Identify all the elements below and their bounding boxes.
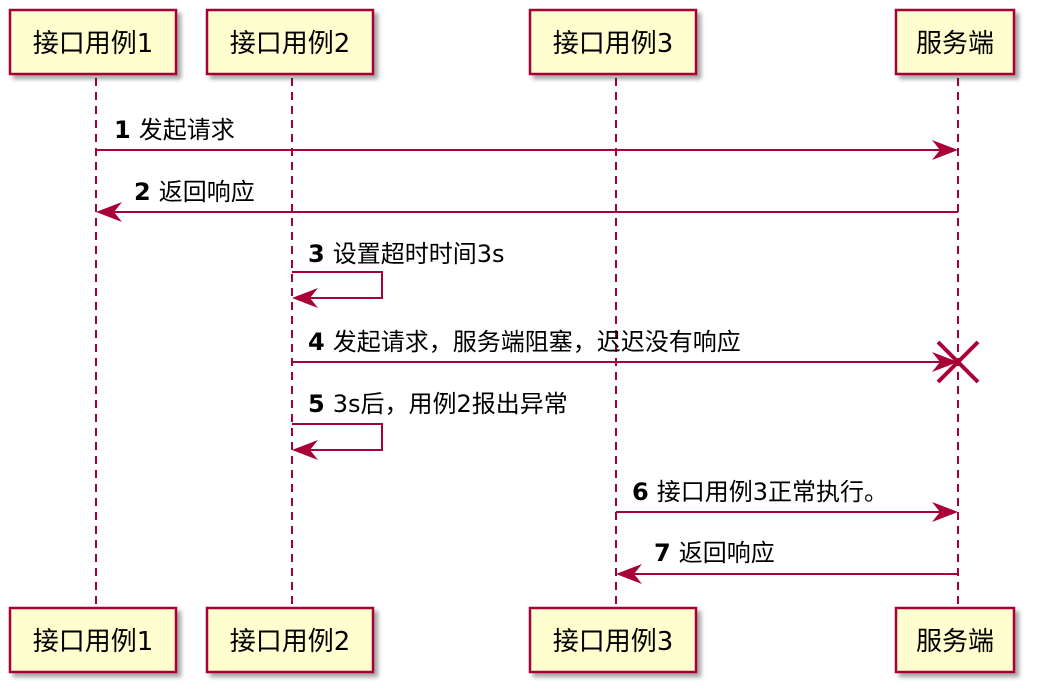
message-5: 5 3s后，用例2报出异常 xyxy=(292,390,568,460)
participant-label: 接口用例3 xyxy=(553,29,674,59)
message-number: 6 xyxy=(632,478,649,506)
message-label: 发起请求 xyxy=(139,116,235,144)
participant-bottom-p2: 接口用例2 xyxy=(205,606,375,674)
participant-bottom-p3: 接口用例3 xyxy=(528,606,698,674)
arrowhead-right-icon xyxy=(932,352,958,372)
message-number: 4 xyxy=(308,328,325,356)
arrowhead-left-icon xyxy=(292,288,318,308)
message-label: 设置超时时间3s xyxy=(333,240,505,268)
arrowhead-right-icon xyxy=(932,502,958,522)
message-1: 1 发起请求 xyxy=(96,116,958,160)
participant-top-p3: 接口用例3 xyxy=(528,8,698,76)
arrowhead-left-icon xyxy=(96,202,122,222)
participant-bottom-p1: 接口用例1 xyxy=(8,606,178,674)
participant-bottom-p4: 服务端 xyxy=(894,606,1016,674)
participant-top-p2: 接口用例2 xyxy=(205,8,375,76)
message-number: 3 xyxy=(308,240,325,268)
message-6: 6 接口用例3正常执行。 xyxy=(616,478,958,522)
message-number: 5 xyxy=(308,390,325,418)
message-label: 接口用例3正常执行。 xyxy=(657,478,888,506)
participant-top-p4: 服务端 xyxy=(894,8,1016,76)
message-number: 2 xyxy=(134,178,151,206)
message-number: 7 xyxy=(654,539,671,567)
message-label: 发起请求，服务端阻塞，迟迟没有响应 xyxy=(333,328,741,356)
message-number: 1 xyxy=(114,116,131,144)
participant-label: 服务端 xyxy=(916,29,994,59)
arrowhead-left-icon xyxy=(292,440,318,460)
message-7: 7 返回响应 xyxy=(616,539,958,584)
participant-label: 接口用例2 xyxy=(230,29,351,59)
arrowhead-left-icon xyxy=(616,564,642,584)
message-label: 3s后，用例2报出异常 xyxy=(333,390,568,418)
destroy-x-icon xyxy=(936,340,980,384)
participant-top-p1: 接口用例1 xyxy=(8,8,178,76)
participant-label: 接口用例1 xyxy=(33,29,154,59)
participant-label: 接口用例3 xyxy=(553,627,674,657)
participant-label: 服务端 xyxy=(916,627,994,657)
message-4: 4 发起请求，服务端阻塞，迟迟没有响应 xyxy=(292,328,980,384)
message-2: 2 返回响应 xyxy=(96,178,958,222)
participant-label: 接口用例1 xyxy=(33,627,154,657)
message-3: 3 设置超时时间3s xyxy=(292,240,504,308)
message-label: 返回响应 xyxy=(679,539,775,567)
participant-label: 接口用例2 xyxy=(230,627,351,657)
message-label: 返回响应 xyxy=(159,178,255,206)
arrowhead-right-icon xyxy=(932,140,958,160)
